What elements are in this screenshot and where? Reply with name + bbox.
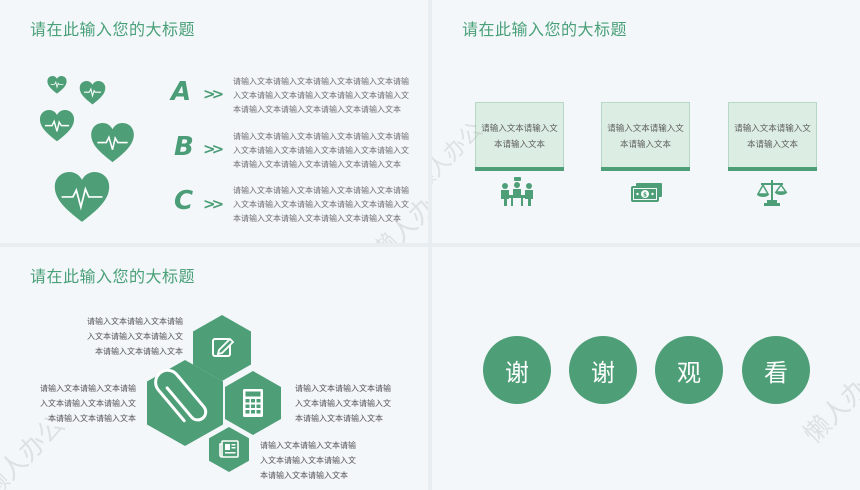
meeting-people-icon [501, 177, 533, 206]
heart-pulse-icon [79, 81, 106, 105]
hex-text-left: 请输入文本请输入文本请输 入文本请输入文本请输入文 本请输入文本请输入文本 [40, 384, 136, 423]
heart-pulse-icon [91, 123, 134, 163]
item-letter-c: C [174, 186, 194, 216]
double-chevron-icon: >> [203, 85, 224, 103]
slide-2[interactable]: 请在此输入您的大标题 请输入文本请输入文 本请输入文本 请输入文本请输入文 本请… [432, 0, 860, 243]
item-b-text: 请输入文本请输入文本请输入文本请输入文本请输 入文本请输入文本请输入文本请输入文… [233, 132, 409, 169]
balance-scale-icon [756, 180, 788, 206]
slide-title: 请在此输入您的大标题 [30, 267, 196, 286]
slide-1[interactable]: 请在此输入您的大标题 A >> 请输入文本请输入文本请输入文本请输入文本请输 入… [0, 0, 428, 243]
hex-text-bottom-right: 请输入文本请输入文本请输 入文本请输入文本请输入文 本请输入文本请输入文本 [260, 441, 356, 480]
money-banknote-icon: $ [631, 183, 662, 202]
double-chevron-icon: >> [203, 140, 224, 158]
slide-4[interactable]: 谢 谢 观 看 懒人办公 [432, 247, 860, 490]
card-accent-bar [475, 167, 564, 171]
item-letter-a: A [171, 77, 192, 107]
hexagon-paperclip [147, 360, 223, 446]
item-a-text: 请输入文本请输入文本请输入文本请输入文本请输 入文本请输入文本请输入文本请输入文… [233, 77, 409, 114]
svg-text:$: $ [643, 192, 647, 199]
info-card: 请输入文本请输入文 本请输入文本 [728, 102, 817, 171]
double-chevron-icon: >> [203, 195, 224, 213]
paperclip-icon [154, 368, 208, 423]
heart-pulse-icon [47, 76, 67, 94]
newspaper-icon [219, 440, 239, 458]
slide-3[interactable]: 请在此输入您的大标题 [0, 247, 428, 490]
info-card: 请输入文本请输入文 本请输入文本 [475, 102, 564, 171]
item-letter-b: B [174, 132, 194, 162]
hexagon-newspaper [209, 427, 249, 472]
item-c-text: 请输入文本请输入文本请输入文本请输入文本请输 入文本请输入文本请输入文本请输入文… [233, 186, 409, 223]
thanks-circle-2: 谢 [569, 336, 637, 404]
heart-pulse-icon [54, 172, 110, 222]
hex-text-right: 请输入文本请输入文本请输 入文本请输入文本请输入文 本请输入文本请输入文本 [295, 384, 391, 423]
thanks-circle-3: 观 [655, 336, 723, 404]
edit-pencil-icon [212, 337, 235, 357]
card-accent-bar [601, 167, 690, 171]
hexagon-edit [193, 315, 251, 381]
thanks-circle-4: 看 [742, 336, 810, 404]
slide-title: 请在此输入您的大标题 [462, 20, 628, 39]
calculator-icon [243, 389, 263, 417]
hex-text-top-left: 请输入文本请输入文本请输 入文本请输入文本请输入文 本请输入文本请输入文本 [87, 317, 183, 356]
hexagon-calculator [225, 371, 281, 435]
slide-title: 请在此输入您的大标题 [30, 20, 196, 39]
thanks-circle-1: 谢 [483, 336, 551, 404]
card-accent-bar [728, 167, 817, 171]
info-card: 请输入文本请输入文 本请输入文本 [601, 102, 690, 171]
heart-pulse-icon [39, 110, 75, 142]
